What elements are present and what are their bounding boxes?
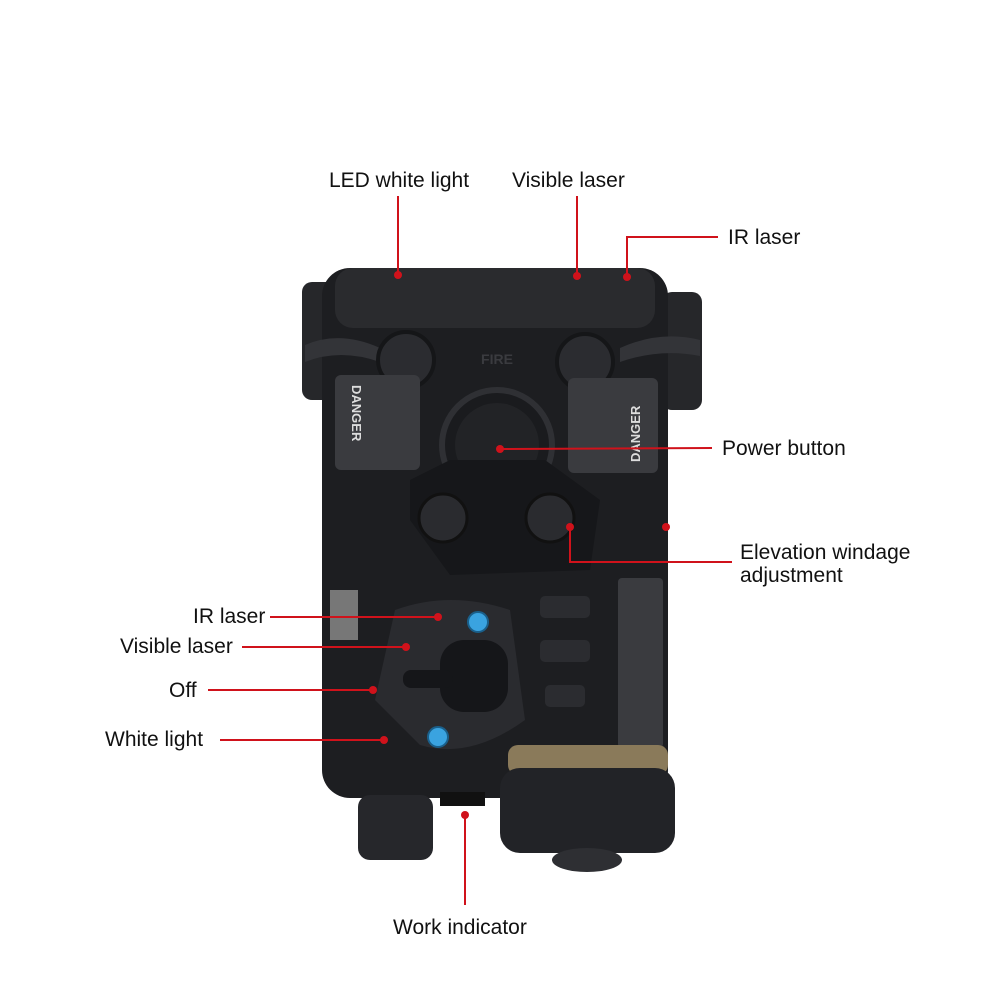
dot-led-white-light <box>394 271 402 279</box>
top-housing <box>335 268 655 328</box>
leader-power-button <box>499 447 713 450</box>
left-warning-text: DANGER <box>349 385 364 442</box>
label-white-light: White light <box>105 728 204 751</box>
compliance-label <box>618 578 663 748</box>
label-visible-laser-mode: Visible laser <box>120 635 233 658</box>
windage-knob <box>417 492 469 544</box>
dot-off <box>369 686 377 694</box>
light-head-knurled <box>500 768 675 853</box>
blue-screw-top <box>467 611 489 633</box>
label-elevation-windage-2: adjustment <box>740 564 843 587</box>
mode-selector-knob <box>440 640 508 712</box>
dot-ir-laser-mode <box>434 613 442 621</box>
label-ir-laser-mode: IR laser <box>193 605 266 628</box>
side-button-3 <box>545 685 585 707</box>
right-warning-label <box>568 378 658 473</box>
small-knurled-knob <box>358 795 433 860</box>
work-indicator-window <box>440 792 485 806</box>
dot-ir-laser-top <box>623 273 631 281</box>
elevation-knob <box>524 492 576 544</box>
label-ir-laser-top: IR laser <box>728 226 801 249</box>
strap <box>305 336 700 362</box>
right-warning-text: DANGER <box>628 405 643 462</box>
adjuster-plate <box>410 460 600 575</box>
light-head-base <box>552 848 622 872</box>
dot-power-button <box>496 445 504 453</box>
blue-screw-bottom <box>427 726 449 748</box>
side-button-1 <box>540 596 590 618</box>
dot-elevation <box>566 523 574 531</box>
label-work-indicator: Work indicator <box>393 916 527 939</box>
side-button-2 <box>540 640 590 662</box>
qr-code <box>330 590 358 640</box>
leader-ir-laser-top <box>626 236 718 277</box>
label-elevation-windage-1: Elevation windage <box>740 541 911 564</box>
dot-visible-laser-top <box>573 272 581 280</box>
dot-white-light <box>380 736 388 744</box>
label-visible-laser-top: Visible laser <box>512 169 625 192</box>
label-led-white-light: LED white light <box>329 169 470 192</box>
dot-windage <box>662 523 670 531</box>
label-power-button: Power button <box>722 437 846 460</box>
leader-elevation-windage <box>569 527 732 563</box>
light-head-ring <box>508 745 668 775</box>
selector-lever <box>403 670 453 688</box>
fire-marking: FIRE <box>481 351 513 367</box>
dot-work-indicator <box>461 811 469 819</box>
label-off: Off <box>169 679 197 702</box>
left-warning-label <box>335 375 420 470</box>
dot-visible-laser-mode <box>402 643 410 651</box>
